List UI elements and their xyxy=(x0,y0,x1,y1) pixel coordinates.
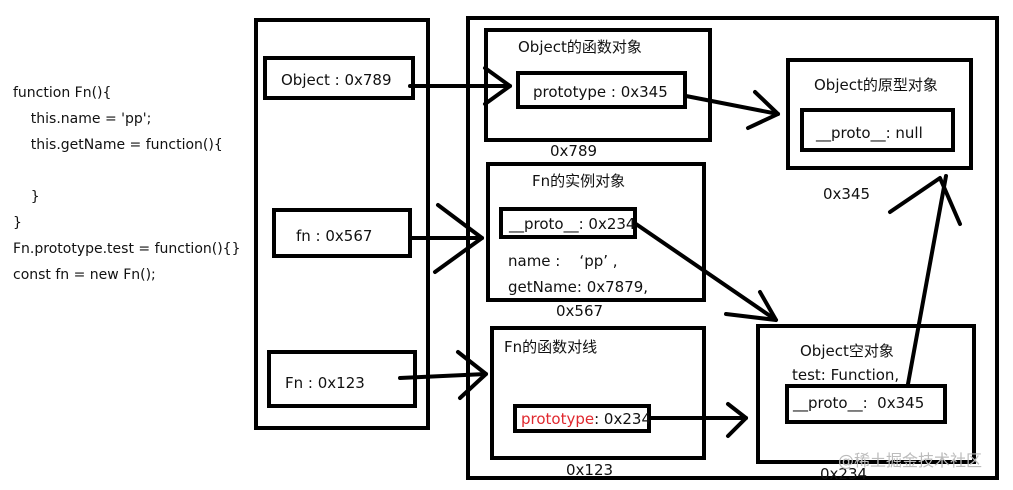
object-prototype-field: prototype : 0x345 xyxy=(533,83,668,101)
object-ref-label: Object : 0x789 xyxy=(281,71,392,89)
object-empty-box: Object空对象 test: Function, xyxy=(756,324,976,464)
code-line: this.name = 'pp'; xyxy=(13,111,152,127)
code-line: } xyxy=(13,215,22,231)
code-line: Fn.prototype.test = function(){} xyxy=(13,241,241,257)
fn-instance-name: name : ‘pp’ , xyxy=(508,252,618,270)
code-line: this.getName = function(){ xyxy=(13,137,223,153)
object-prototype-address: 0x345 xyxy=(823,185,871,203)
arrowhead-fn-to-instance xyxy=(433,203,484,274)
arrowhead-instance-proto-to-empty xyxy=(724,290,778,322)
object-prototype-proto: __proto__: null xyxy=(816,124,923,142)
fn-function-prototype-value: : 0x234 xyxy=(594,410,651,428)
code-line: const fn = new Fn(); xyxy=(13,267,156,283)
stack-frame xyxy=(254,18,430,430)
arrow-empty-proto-to-object-prototype xyxy=(906,174,948,386)
object-empty-title: Object空对象 xyxy=(800,342,894,360)
fn-instance-proto-box: __proto__: 0x234 xyxy=(499,207,637,239)
fn-instance-proto: __proto__: 0x234 xyxy=(509,215,636,233)
fn-ref-label: fn : 0x567 xyxy=(296,227,373,245)
fn-function-prototype-field: prototype: 0x234 xyxy=(521,410,651,428)
Fn-ref-box: Fn : 0x123 xyxy=(267,350,417,408)
fn-instance-title: Fn的实例对象 xyxy=(532,172,626,190)
fn-instance-getName: getName: 0x7879, xyxy=(508,278,649,296)
fn-instance-box: Fn的实例对象 name : ‘pp’ , getName: 0x7879, xyxy=(486,162,706,302)
object-function-box: Object的函数对象 xyxy=(484,28,712,142)
watermark: @稀土掘金技术社区 xyxy=(838,451,983,470)
heap-frame xyxy=(466,16,999,480)
object-ref-box: Object : 0x789 xyxy=(263,56,415,100)
arrowhead-fn-prototype-to-empty xyxy=(726,402,748,438)
arrowhead-prototype-to-object-prototype xyxy=(746,90,780,130)
arrow-instance-proto-to-empty xyxy=(634,222,778,322)
fn-function-box: Fn的函数对线 xyxy=(490,326,706,460)
arrowhead-object-to-function xyxy=(483,66,512,106)
fn-instance-address: 0x567 xyxy=(556,302,604,320)
fn-ref-box: fn : 0x567 xyxy=(272,208,412,258)
code-line: } xyxy=(13,189,40,205)
fn-function-prototype-box: prototype: 0x234 xyxy=(513,404,651,433)
fn-function-prototype-label: prototype xyxy=(521,410,595,428)
fn-function-address: 0x123 xyxy=(566,461,614,479)
arrowhead-empty-proto-to-object-prototype xyxy=(888,176,962,226)
object-prototype-field-box: prototype : 0x345 xyxy=(516,71,687,109)
object-function-title: Object的函数对象 xyxy=(518,38,642,56)
object-prototype-box: Object的原型对象 xyxy=(786,58,973,170)
Fn-ref-label: Fn : 0x123 xyxy=(285,374,365,392)
object-empty-address: 0x234 xyxy=(820,465,868,483)
object-function-address: 0x789 xyxy=(550,142,598,160)
object-empty-test: test: Function, xyxy=(792,366,900,384)
object-empty-proto: __proto__: 0x345 xyxy=(793,394,925,412)
code-line: function Fn(){ xyxy=(13,85,112,101)
object-empty-proto-box: __proto__: 0x345 xyxy=(785,384,947,424)
object-prototype-title: Object的原型对象 xyxy=(814,76,938,94)
arrow-prototype-to-object-prototype xyxy=(684,94,780,116)
fn-function-title: Fn的函数对线 xyxy=(504,338,598,356)
object-prototype-proto-box: __proto__: null xyxy=(800,108,955,152)
